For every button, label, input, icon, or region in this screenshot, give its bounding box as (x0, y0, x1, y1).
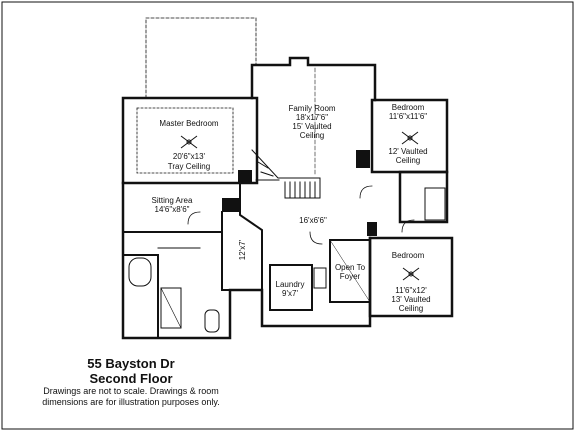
address-title: 55 Bayston Dr (87, 356, 175, 371)
closet-block-right (238, 170, 252, 182)
master-tub (128, 257, 152, 287)
fireplace-block (356, 150, 370, 168)
bedroom-1-note-2: Ceiling (396, 156, 420, 165)
closet-block-left (222, 198, 240, 212)
family-room-note-1: 15' Vaulted (292, 122, 331, 131)
closet-walls (221, 211, 263, 291)
family-room-name: Family Room (288, 104, 335, 113)
master-shower-diagonal (160, 287, 182, 329)
door-swing-4 (401, 219, 415, 233)
laundry-walls (269, 264, 313, 311)
disclaimer-line-2: dimensions are for illustration purposes… (42, 397, 220, 407)
staircase (251, 149, 321, 199)
bedroom-1-name: Bedroom (392, 103, 425, 112)
deck-outline (145, 17, 257, 99)
master-bath-walls (122, 254, 159, 339)
door-swing-3 (359, 185, 373, 199)
sitting-area-name: Sitting Area (152, 196, 193, 205)
open-to-foyer-walls (329, 239, 371, 303)
door-swing-1 (187, 211, 201, 225)
ceiling-fan-master-icon (180, 135, 198, 149)
family-room-note-2: Ceiling (300, 131, 324, 140)
sitting-area-dims: 14'6"x8'6" (155, 205, 190, 214)
column-block (367, 222, 377, 236)
floor-plan (121, 17, 454, 340)
washer (313, 267, 327, 289)
laundry-dims: 9'x7' (282, 289, 298, 298)
master-bedroom-name: Master Bedroom (159, 119, 218, 128)
master-bedroom-note: Tray Ceiling (168, 162, 210, 171)
door-swing-2 (309, 231, 323, 245)
bedroom-2-note-2: Ceiling (399, 304, 423, 313)
closet-dims: 12'x7' (238, 239, 247, 260)
hall-dims: 16'x6'6" (299, 216, 327, 225)
master-toilet (204, 309, 220, 333)
master-bedroom-walls (121, 96, 259, 185)
floor-title: Second Floor (89, 371, 173, 386)
bath-right-walls (398, 170, 449, 224)
open-to-foyer-line-1: Open To (335, 263, 366, 272)
ceiling-fan-bedroom-2-icon (402, 267, 420, 281)
open-to-foyer-line-2: Foyer (340, 272, 361, 281)
master-shower (160, 287, 182, 329)
bedroom-1-note-1: 12' Vaulted (388, 147, 427, 156)
bedroom-2-note-1: 13' Vaulted (391, 295, 430, 304)
master-bedroom-dims: 20'6"x13' (173, 152, 206, 161)
tray-ceiling-outline (136, 107, 234, 174)
bedroom-2-dims: 11'6"x12' (395, 286, 427, 295)
disclaimer-line-1: Drawings are not to scale. Drawings & ro… (43, 386, 219, 396)
family-room-dims: 18'x17'6" (296, 113, 328, 122)
hall-walls (239, 182, 263, 291)
bedroom-1-dims: 11'6"x11'6" (389, 112, 427, 121)
family-room-walls (250, 56, 377, 102)
foyer-diagonal-1 (329, 239, 371, 303)
bedroom-2-name: Bedroom (392, 251, 425, 260)
filled-details (222, 150, 377, 236)
tub-right (424, 187, 446, 221)
ceiling-fan-bedroom-1-icon (401, 131, 419, 145)
laundry-name: Laundry (276, 280, 305, 289)
